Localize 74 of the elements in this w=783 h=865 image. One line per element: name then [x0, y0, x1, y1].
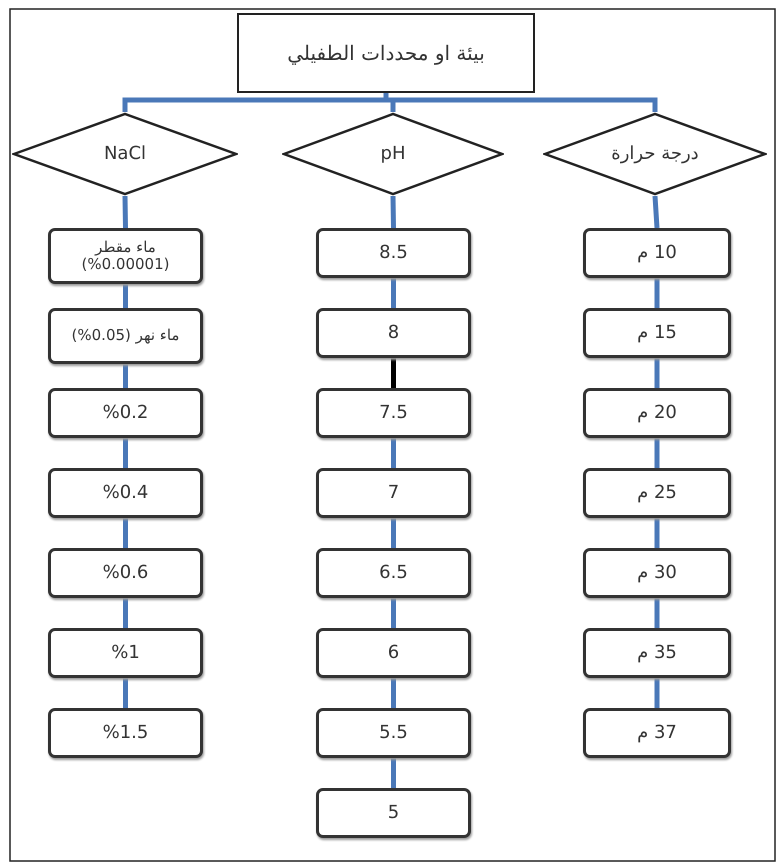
- connector-line: [654, 518, 660, 548]
- connector-line: [122, 196, 128, 228]
- node-label: 8: [388, 322, 400, 344]
- node-label: 15 م: [637, 322, 677, 344]
- process-box: [316, 548, 471, 598]
- process-box: [583, 308, 731, 358]
- connector-line: [654, 678, 660, 708]
- node-label: 7: [388, 482, 400, 504]
- node-label: 10 م: [637, 242, 677, 264]
- node-label: 7.5: [379, 402, 408, 424]
- connector-line: [391, 358, 396, 388]
- title-box: [237, 13, 535, 93]
- decision-diamond: [282, 112, 504, 196]
- process-box: [48, 708, 203, 758]
- node-label: 35 م: [637, 642, 677, 664]
- process-box: [48, 228, 203, 284]
- connector-line: [391, 518, 396, 548]
- title-text: بيئة او محددات الطفيلي: [287, 42, 485, 64]
- node-label: 5.5: [379, 722, 408, 744]
- process-box: [48, 628, 203, 678]
- process-box: [316, 468, 471, 518]
- process-box: [48, 468, 203, 518]
- connector-line: [391, 278, 396, 308]
- process-box: [583, 628, 731, 678]
- process-box: [583, 468, 731, 518]
- node-label: 30 م: [637, 562, 677, 584]
- process-box: [316, 708, 471, 758]
- connector-line: [654, 438, 660, 468]
- node-label: ماء نهر (0.05%): [72, 327, 180, 345]
- node-label: 8.5: [379, 242, 408, 264]
- process-box: [316, 788, 471, 838]
- process-box: [48, 548, 203, 598]
- node-label: درجة حرارة: [611, 144, 699, 164]
- process-box: [583, 708, 731, 758]
- node-label: 37 م: [637, 722, 677, 744]
- connector-line: [652, 196, 660, 228]
- process-box: [583, 548, 731, 598]
- process-box: [48, 388, 203, 438]
- node-label: 25 م: [637, 482, 677, 504]
- connector-line: [654, 598, 660, 628]
- node-label: 20 م: [637, 402, 677, 424]
- connector-line: [123, 438, 128, 468]
- node-label: %1.5: [102, 722, 148, 744]
- process-box: [316, 228, 471, 278]
- decision-diamond: [543, 112, 767, 196]
- connector-line: [391, 598, 396, 628]
- connector-line: [391, 678, 396, 708]
- node-label: 5: [388, 802, 400, 824]
- process-box: [583, 388, 731, 438]
- node-label: NaCl: [104, 144, 146, 164]
- process-box: [316, 388, 471, 438]
- connector-line: [123, 598, 128, 628]
- process-box: [316, 308, 471, 358]
- connector-line: [123, 518, 128, 548]
- node-label: 6.5: [379, 562, 408, 584]
- node-label: %0.2: [102, 402, 148, 424]
- node-label: pH: [380, 144, 406, 164]
- node-label: %0.6: [102, 562, 148, 584]
- decision-diamond: [12, 112, 238, 196]
- connector-line: [123, 364, 128, 388]
- connector-line: [390, 196, 396, 228]
- connector-line: [391, 758, 396, 788]
- node-label: %1: [111, 642, 140, 664]
- connector-line: [391, 438, 396, 468]
- connector-line: [123, 284, 128, 308]
- process-box: [583, 228, 731, 278]
- process-box: [48, 308, 203, 364]
- connector-line: [654, 278, 660, 308]
- connector-line: [654, 358, 660, 388]
- node-label: %0.4: [102, 482, 148, 504]
- connector-line: [123, 678, 128, 708]
- node-label: ماء مقطر (0.00001%): [80, 238, 170, 274]
- node-label: 6: [388, 642, 400, 664]
- process-box: [316, 628, 471, 678]
